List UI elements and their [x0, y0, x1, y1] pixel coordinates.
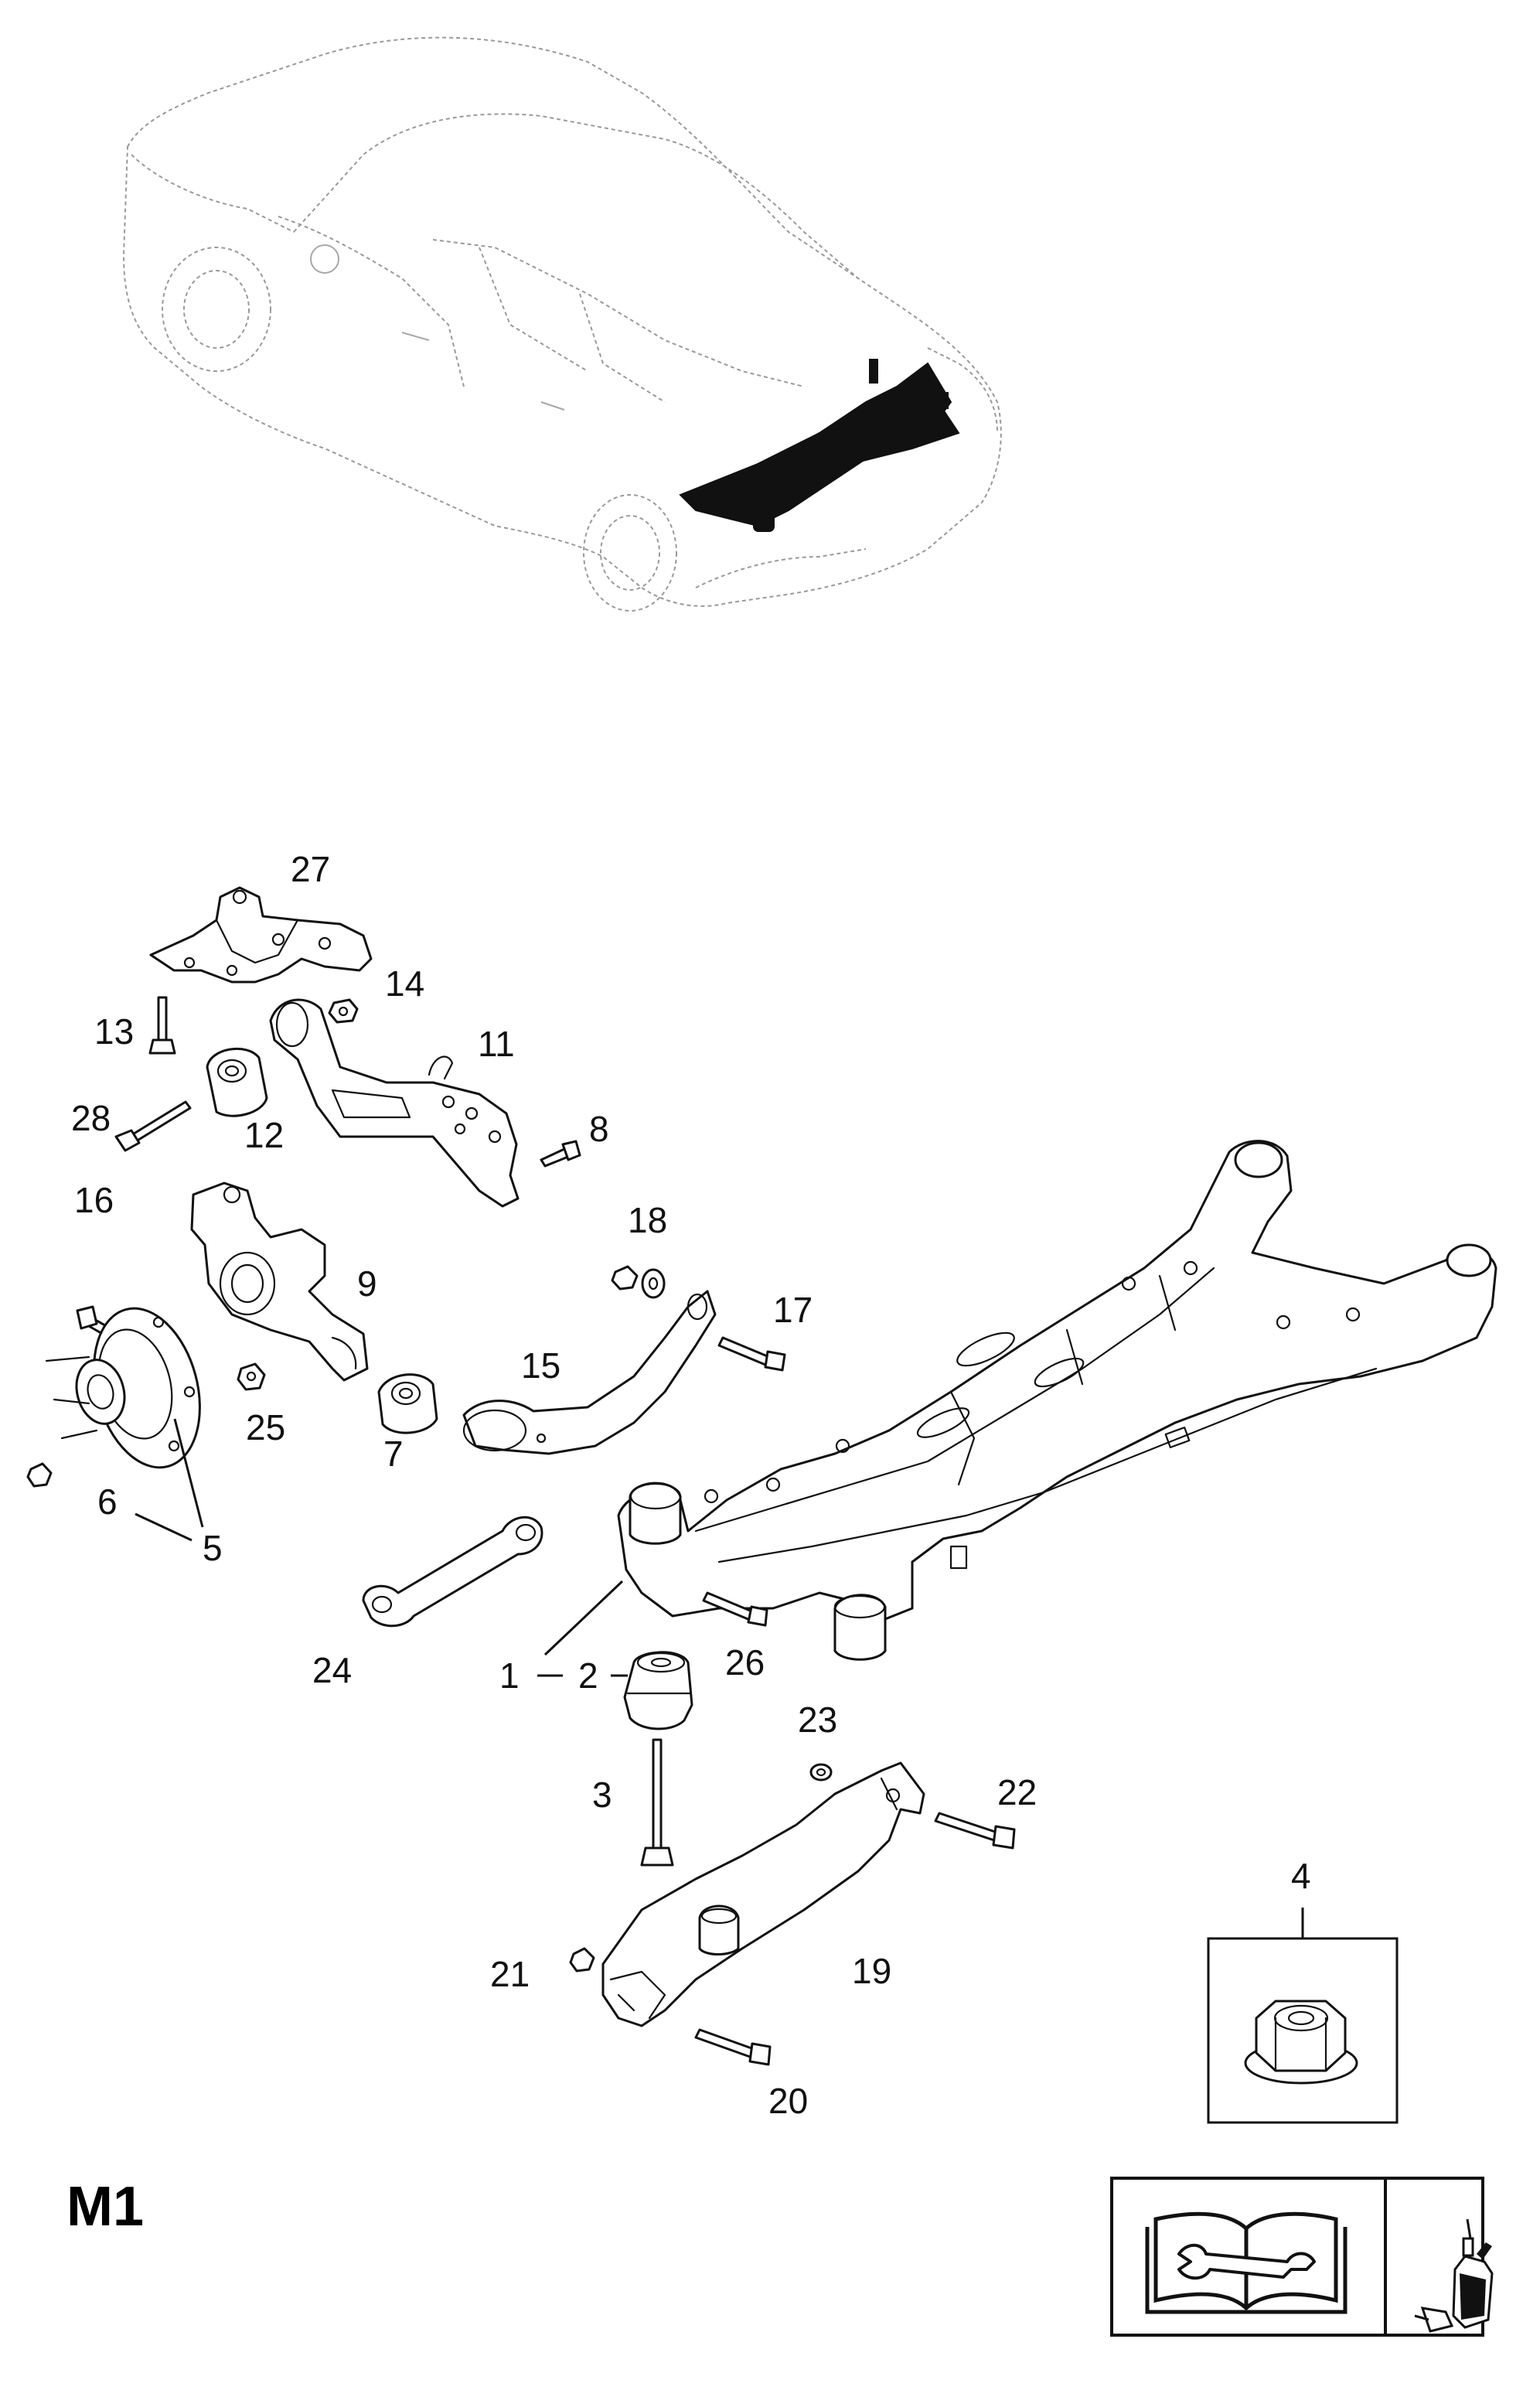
part-22-bolt: [934, 1812, 1016, 1850]
callout-4: 4: [1291, 1856, 1311, 1896]
part-15-control-arm: [462, 1290, 717, 1455]
callout-24: 24: [312, 1650, 352, 1690]
part-23-washer: [809, 1763, 833, 1782]
part-17-bolt: [717, 1336, 786, 1372]
callout-8: 8: [589, 1109, 609, 1149]
vehicle-locator-view: [123, 36, 1002, 612]
callout-2: 2: [578, 1655, 598, 1696]
callout-5: 5: [203, 1528, 223, 1568]
callout-19: 19: [852, 1951, 891, 1991]
part-27-bracket: [149, 886, 373, 984]
callout-1: 1: [499, 1655, 520, 1696]
callout-3: 3: [592, 1775, 612, 1815]
callout-21: 21: [490, 1954, 530, 1994]
callout-15: 15: [521, 1345, 560, 1386]
callout-6: 6: [97, 1482, 118, 1522]
part-4-inset-box: [1207, 1908, 1399, 2124]
callout-14: 14: [385, 963, 424, 1004]
part-28-bolt: [114, 1100, 192, 1152]
callout-23: 23: [798, 1700, 837, 1740]
callout-16: 16: [74, 1180, 114, 1220]
part-26-bolt: [702, 1591, 768, 1627]
part-12-bushing: [206, 1047, 268, 1117]
callout-25: 25: [246, 1407, 285, 1447]
callout-26: 26: [725, 1642, 765, 1683]
locator-subframe: [679, 359, 960, 532]
part-21-nut: [569, 1947, 595, 1972]
part-6-nut: [26, 1462, 53, 1488]
callout-11: 11: [478, 1024, 515, 1064]
part-19-lower-arm: [601, 1761, 925, 2027]
callout-22: 22: [997, 1772, 1037, 1812]
callout-13: 13: [94, 1011, 134, 1052]
callout-7: 7: [383, 1434, 404, 1474]
part-5-hub-assembly: [45, 1307, 201, 1469]
part-9-knuckle: [190, 1181, 369, 1382]
part-14-nut: [328, 998, 359, 1024]
part-2-subframe-bush: [623, 1651, 693, 1730]
part-13-bolt: [148, 996, 176, 1055]
page-code: M1: [66, 2176, 144, 2238]
callout-27: 27: [291, 849, 330, 889]
part-1-rear-subframe: [617, 1140, 1497, 1661]
callout-12: 12: [244, 1115, 284, 1155]
sealant-bottle-icon: [1414, 2218, 1494, 2333]
callout-18: 18: [628, 1200, 667, 1240]
flange-nut-icon: [1244, 2000, 1358, 2085]
manual-book-wrench-icon: [1145, 2211, 1348, 2314]
part-25-nut: [237, 1362, 266, 1391]
part-7-bushing: [377, 1373, 438, 1434]
part-3-bolt: [640, 1738, 674, 1867]
callout-28: 28: [71, 1098, 111, 1138]
leader-lines: [135, 1418, 628, 1677]
part-11-trailing-arm: [269, 998, 520, 1208]
part-20-bolt: [694, 2028, 772, 2066]
part-18-nut-washer: [611, 1265, 666, 1299]
footer-icon-panel: [1110, 2177, 1494, 2337]
callout-20: 20: [768, 2081, 808, 2121]
part-8-bolt: [540, 1140, 581, 1168]
callout-9: 9: [357, 1263, 377, 1304]
callout-17: 17: [773, 1290, 813, 1330]
part-24-link: [362, 1516, 543, 1628]
